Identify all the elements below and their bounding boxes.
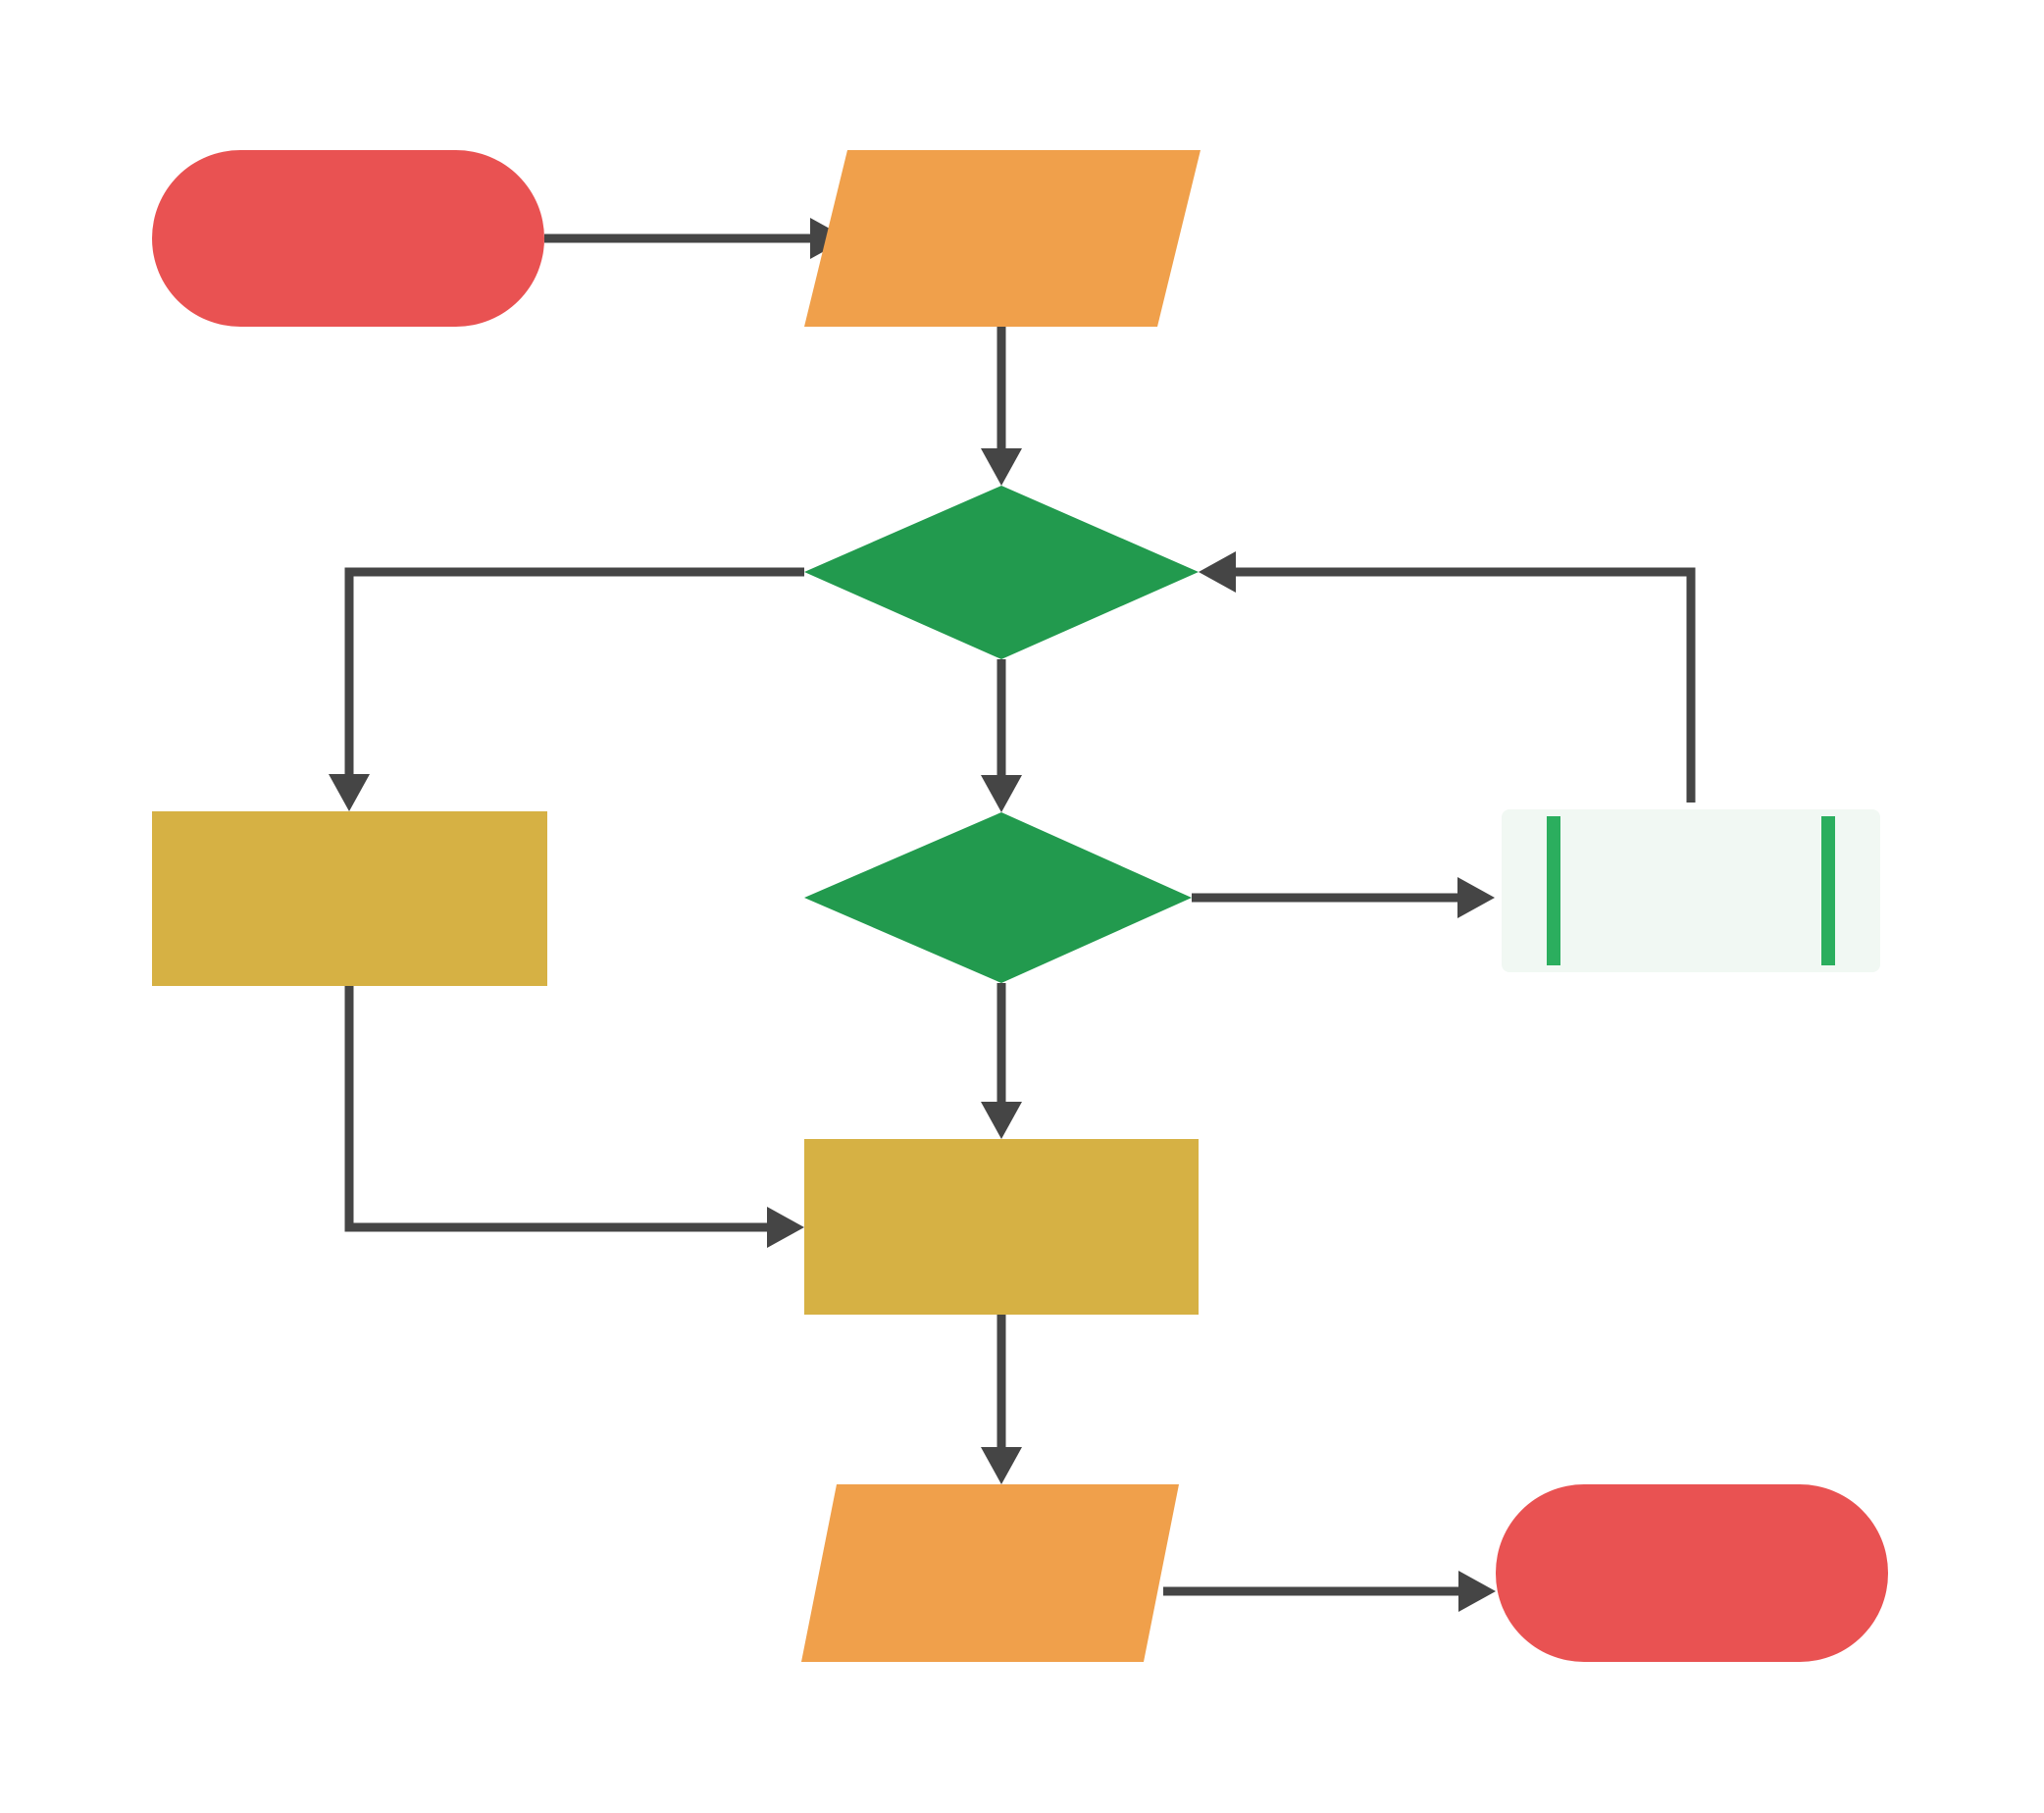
- decision-shape: [804, 486, 1199, 659]
- process-shape: [152, 811, 547, 986]
- node-start[interactable]: [152, 150, 544, 327]
- edge-input-to-decision1[interactable]: [981, 327, 1022, 486]
- input-output-shape: [804, 150, 1201, 327]
- arrowhead-icon: [981, 1102, 1022, 1139]
- edge-decision1-to-decision2[interactable]: [981, 659, 1022, 812]
- edge-processmain-to-output[interactable]: [981, 1315, 1022, 1484]
- edge-subroutine-to-decision1[interactable]: [1199, 551, 1696, 803]
- arrowhead-icon: [1457, 877, 1495, 918]
- arrowhead-icon: [329, 774, 370, 811]
- predefined-process-shape: [1502, 809, 1880, 972]
- node-end[interactable]: [1496, 1484, 1888, 1662]
- edge-line: [344, 986, 783, 1232]
- terminator-shape: [1496, 1484, 1888, 1662]
- edge-layer: [329, 218, 1696, 1612]
- edge-decision1-to-processleft[interactable]: [329, 567, 804, 811]
- arrowhead-icon: [981, 775, 1022, 812]
- arrowhead-icon: [981, 1447, 1022, 1484]
- node-decision-2[interactable]: [804, 812, 1192, 983]
- edge-decision2-to-processmain[interactable]: [981, 983, 1022, 1139]
- edge-decision2-to-subroutine[interactable]: [1192, 877, 1495, 918]
- node-process-left[interactable]: [152, 811, 547, 986]
- node-decision-1[interactable]: [804, 486, 1199, 659]
- node-input[interactable]: [804, 150, 1201, 327]
- edge-line: [344, 567, 804, 790]
- node-output[interactable]: [801, 1484, 1179, 1662]
- input-output-shape: [801, 1484, 1179, 1662]
- arrowhead-icon: [981, 448, 1022, 486]
- decision-shape: [804, 812, 1192, 983]
- arrowhead-icon: [767, 1207, 804, 1248]
- node-layer: [152, 150, 1888, 1662]
- terminator-shape: [152, 150, 544, 327]
- edge-processleft-to-processmain[interactable]: [344, 986, 804, 1248]
- edge-output-to-end[interactable]: [1163, 1571, 1496, 1612]
- edge-start-to-input[interactable]: [544, 218, 847, 259]
- node-subroutine[interactable]: [1502, 809, 1880, 972]
- arrowhead-icon: [1199, 551, 1236, 593]
- edge-line: [1220, 567, 1696, 803]
- node-process-main[interactable]: [804, 1139, 1199, 1315]
- process-shape: [804, 1139, 1199, 1315]
- arrowhead-icon: [1458, 1571, 1496, 1612]
